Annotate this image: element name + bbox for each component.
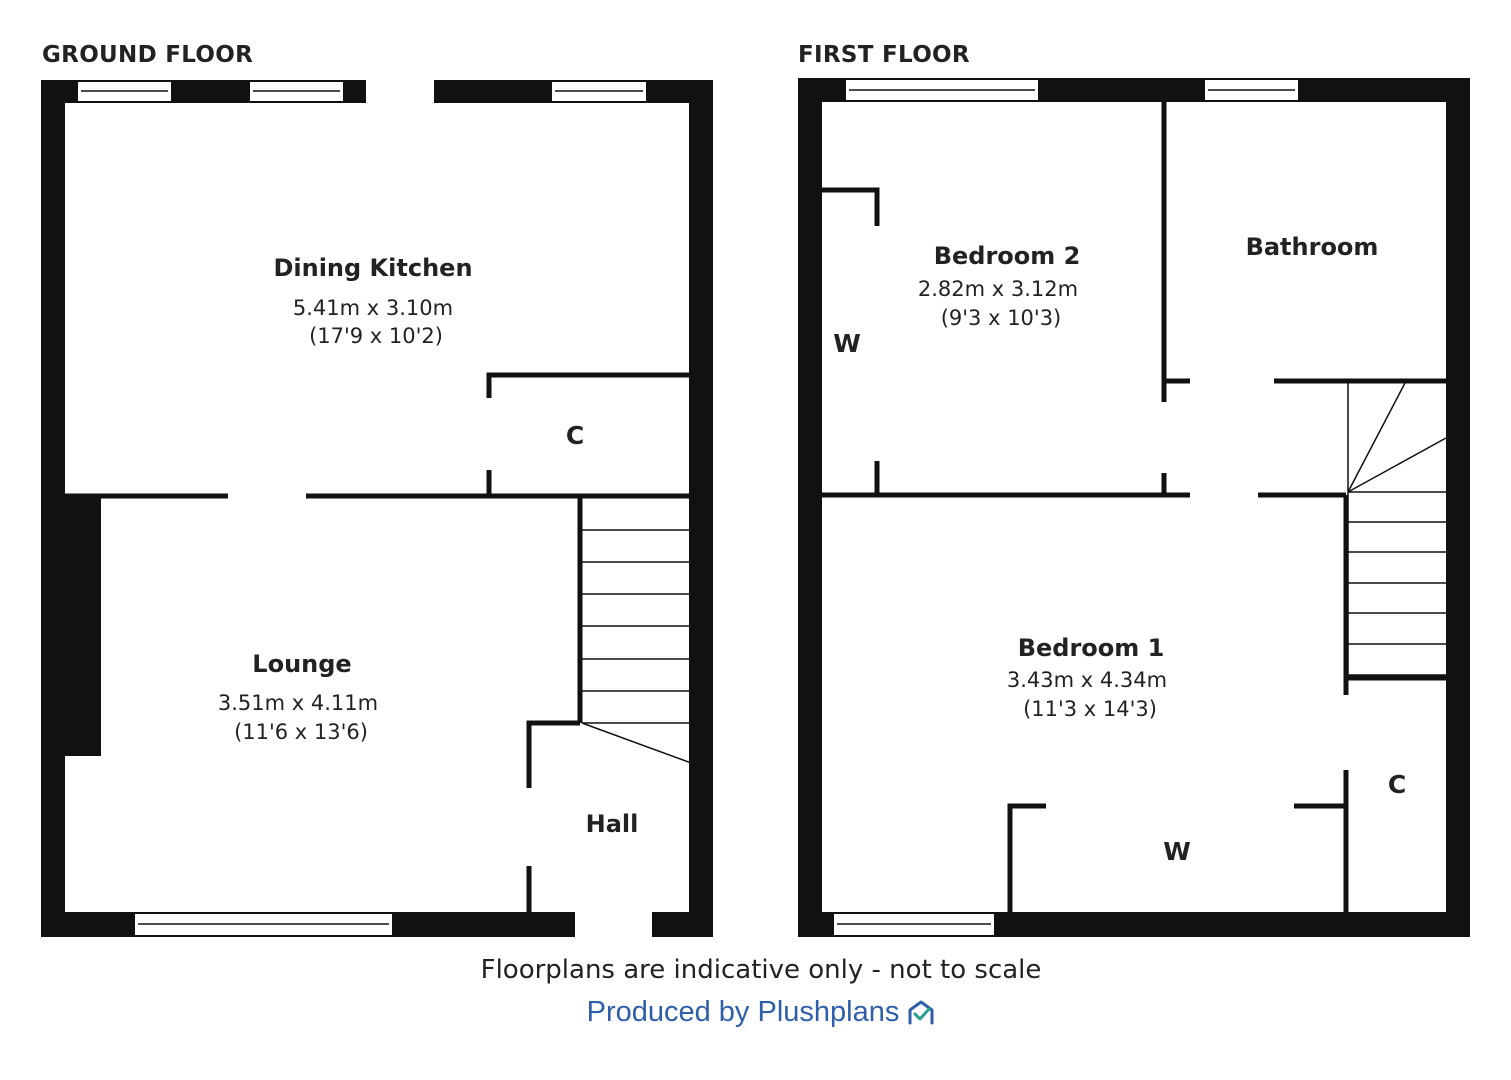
bedroom2-metric: 2.82m x 3.12m bbox=[918, 277, 1078, 301]
bathroom-name: Bathroom bbox=[1246, 233, 1379, 261]
bedroom1-wardrobe-label: W bbox=[1163, 837, 1191, 866]
dining-kitchen-imperial: (17'9 x 10'2) bbox=[309, 324, 443, 348]
internal-walls bbox=[65, 372, 689, 912]
credit-line: Produced by Plushplans bbox=[0, 996, 1511, 1029]
first-cupboard-label: C bbox=[1388, 770, 1406, 799]
window bbox=[832, 912, 996, 937]
wall bbox=[1446, 78, 1470, 937]
house-check-icon bbox=[908, 1000, 934, 1025]
hall-name: Hall bbox=[586, 810, 639, 838]
bedroom2-wardrobe-label: W bbox=[833, 329, 861, 358]
staircase bbox=[581, 529, 695, 765]
staircase bbox=[1347, 382, 1447, 676]
bedroom1-metric: 3.43m x 4.34m bbox=[1007, 668, 1167, 692]
window bbox=[1203, 78, 1300, 102]
floor-plan-drawing: Dining Kitchen 5.41m x 3.10m (17'9 x 10'… bbox=[41, 78, 1470, 937]
chimney-breast bbox=[65, 496, 101, 756]
credit-text: Produced by Plushplans bbox=[586, 996, 900, 1028]
lounge-imperial: (11'6 x 13'6) bbox=[234, 720, 368, 744]
ground-floor-plan: Dining Kitchen 5.41m x 3.10m (17'9 x 10'… bbox=[41, 80, 713, 937]
dining-kitchen-metric: 5.41m x 3.10m bbox=[293, 296, 453, 320]
wall bbox=[41, 80, 65, 937]
window bbox=[76, 80, 173, 103]
bedroom1-imperial: (11'3 x 14'3) bbox=[1023, 697, 1157, 721]
wall bbox=[689, 80, 713, 937]
lounge-name: Lounge bbox=[252, 650, 351, 678]
ground-cupboard-label: C bbox=[566, 421, 584, 450]
wall bbox=[798, 78, 822, 937]
first-floor-title: FIRST FLOOR bbox=[798, 42, 970, 68]
window bbox=[133, 912, 394, 937]
window bbox=[248, 80, 345, 103]
internal-walls bbox=[822, 102, 1446, 912]
ground-floor-title: GROUND FLOOR bbox=[42, 42, 254, 68]
bedroom2-name: Bedroom 2 bbox=[934, 242, 1081, 270]
dining-kitchen-name: Dining Kitchen bbox=[273, 254, 472, 282]
first-floor-plan: Bedroom 2 2.82m x 3.12m (9'3 x 10'3) W B… bbox=[798, 78, 1470, 937]
window bbox=[550, 80, 648, 103]
bedroom1-name: Bedroom 1 bbox=[1018, 634, 1165, 662]
bedroom2-imperial: (9'3 x 10'3) bbox=[941, 306, 1062, 330]
disclaimer-text: Floorplans are indicative only - not to … bbox=[480, 955, 1042, 985]
window bbox=[844, 78, 1040, 102]
lounge-metric: 3.51m x 4.11m bbox=[218, 691, 378, 715]
wall bbox=[652, 912, 713, 937]
